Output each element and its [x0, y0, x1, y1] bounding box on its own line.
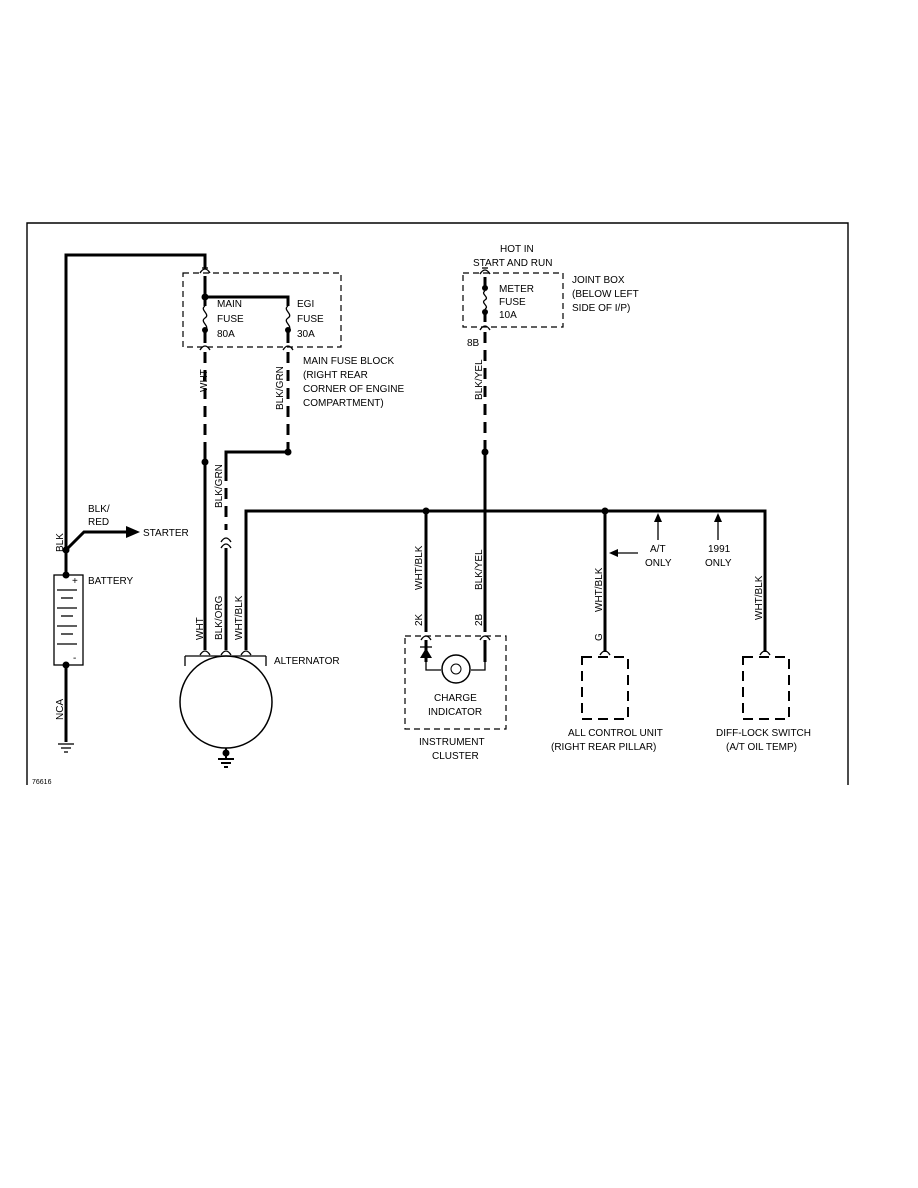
- all-control-unit-label: ALL CONTROL UNIT: [568, 728, 663, 739]
- charge-indicator-label: INDICATOR: [428, 707, 482, 718]
- connector-8b-label: 8B: [467, 338, 480, 349]
- wire-label-blk-org: BLK/ORG: [214, 595, 225, 640]
- diagram-frame: [26, 222, 849, 785]
- all-control-unit: [581, 650, 629, 720]
- main-fuse-label: MAIN: [217, 299, 242, 310]
- charge-indicator-lamp-icon: [441, 654, 471, 684]
- charge-indicator-label: CHARGE: [434, 693, 477, 704]
- battery-symbol: [53, 571, 84, 753]
- battery-plus-label: +: [72, 576, 78, 587]
- at-only-label: A/T: [650, 544, 666, 555]
- hot-in-label: HOT IN: [500, 244, 534, 255]
- blk-red-label: BLK/: [88, 504, 110, 515]
- meter-fuse-label: FUSE: [499, 297, 526, 308]
- wire-label-blk: BLK: [55, 533, 66, 552]
- main-fuse-block-label: (RIGHT REAR: [303, 370, 368, 381]
- 1991-only-label: 1991: [708, 544, 731, 555]
- egi-fuse-icon: [285, 305, 291, 331]
- joint-box: [462, 267, 564, 331]
- wire-label-wht-bottom: WHT: [195, 617, 206, 640]
- starter-label: STARTER: [143, 528, 189, 539]
- instrument-cluster-label: INSTRUMENT: [419, 737, 485, 748]
- wire-label-blk-yel-cluster: BLK/YEL: [474, 549, 485, 590]
- all-control-unit-label: (RIGHT REAR PILLAR): [551, 742, 656, 753]
- wht-wire-lower: [201, 452, 209, 650]
- blk-grn-wire: [220, 352, 292, 650]
- alternator-label: ALTERNATOR: [274, 656, 340, 667]
- blk-red-label: RED: [88, 517, 109, 528]
- main-fuse-block: [182, 267, 342, 351]
- meter-fuse-label: METER: [499, 284, 534, 295]
- pin-g-label: G: [594, 633, 605, 641]
- wire-label-wht-blk-cluster: WHT/BLK: [414, 545, 425, 590]
- pin-2b-label: 2B: [474, 613, 485, 626]
- starter-wire: [62, 526, 140, 554]
- diff-lock-switch: [742, 650, 790, 720]
- starter-arrow-icon: [126, 526, 140, 538]
- wire-label-wht-blk-acu: WHT/BLK: [594, 567, 605, 612]
- main-fuse-icon: [202, 305, 208, 331]
- wire-label-wht-top: WHT: [199, 369, 210, 392]
- battery-label: BATTERY: [88, 576, 134, 587]
- start-run-label: START AND RUN: [473, 258, 552, 269]
- diff-lock-switch-label: DIFF-LOCK SWITCH: [716, 728, 811, 739]
- main-fuse-block-label: COMPARTMENT): [303, 398, 384, 409]
- egi-fuse-label: FUSE: [297, 314, 324, 325]
- wire-label-blk-yel-top: BLK/YEL: [474, 359, 485, 400]
- wht-blk-bus: [244, 507, 767, 652]
- instrument-cluster: [404, 635, 507, 730]
- egi-fuse-label: EGI: [297, 299, 314, 310]
- instrument-cluster-label: CLUSTER: [432, 751, 479, 762]
- main-fuse-label: FUSE: [217, 314, 244, 325]
- battery-minus-label: -: [73, 653, 76, 664]
- blk-yel-wire: [481, 332, 489, 632]
- at-only-label: ONLY: [645, 558, 672, 569]
- 1991-only-label: ONLY: [705, 558, 732, 569]
- meter-fuse-icon: [482, 290, 488, 310]
- joint-box-label: SIDE OF I/P): [572, 303, 630, 314]
- diff-lock-switch-label: (A/T OIL TEMP): [726, 742, 797, 753]
- wire-label-wht-blk-diff: WHT/BLK: [754, 575, 765, 620]
- joint-box-label: (BELOW LEFT: [572, 289, 639, 300]
- wire-label-wht-blk-alt: WHT/BLK: [234, 595, 245, 640]
- wire-label-blk-grn-top: BLK/GRN: [275, 366, 286, 410]
- diode-icon: [420, 648, 432, 658]
- battery-feed-wire: [64, 253, 207, 575]
- egi-fuse-label: 30A: [297, 329, 315, 340]
- wire-label-blk-grn-mid: BLK/GRN: [214, 464, 225, 508]
- wire-label-nca: NCA: [55, 699, 66, 720]
- arrow-icon: [609, 513, 722, 557]
- main-fuse-block-label: MAIN FUSE BLOCK: [303, 356, 394, 367]
- figure-id: 76616: [32, 779, 52, 786]
- main-fuse-label: 80A: [217, 329, 235, 340]
- main-fuse-block-label: CORNER OF ENGINE: [303, 384, 404, 395]
- joint-box-label: JOINT BOX: [572, 275, 625, 286]
- meter-fuse-label: 10A: [499, 310, 517, 321]
- alternator-symbol: [179, 650, 273, 768]
- pin-2k-label: 2K: [414, 613, 425, 626]
